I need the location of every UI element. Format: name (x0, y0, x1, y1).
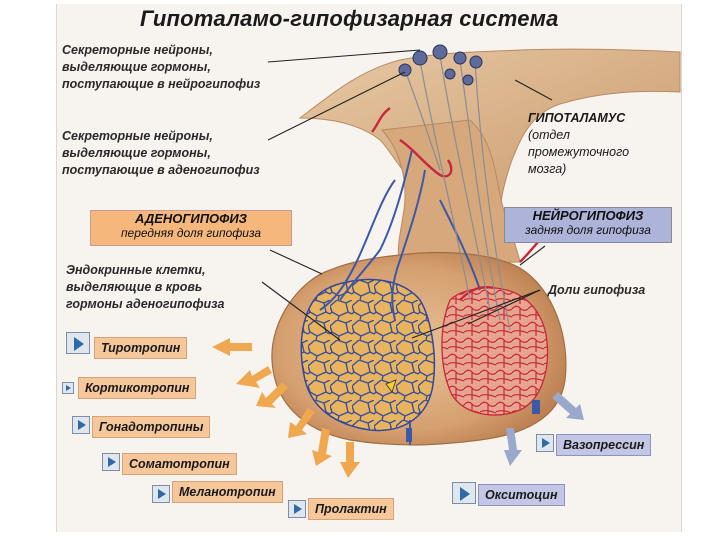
neurohypophysis-label-box: НЕЙРОГИПОФИЗ задняя доля гипофиза (504, 207, 672, 243)
release-arrows-anterior (212, 338, 360, 478)
release-arrows-posterior (504, 392, 584, 466)
label-line: мозга) (528, 162, 567, 176)
label-line: выделяющие гормоны, (62, 146, 211, 160)
hormone-prolactin: Пролактин (308, 498, 394, 520)
neurohypophysis-subtitle: задняя доля гипофиза (525, 223, 651, 237)
page-title: Гипоталамо-гипофизарная система (140, 6, 559, 31)
label-line: выделяющие в кровь (66, 280, 203, 294)
label-line: Секреторные нейроны, (62, 43, 213, 57)
play-corticotropin-button[interactable] (62, 382, 74, 394)
label-line: Секреторные нейроны, (62, 129, 213, 143)
label-line: Эндокринные клетки, (66, 263, 206, 277)
hormone-gonadotropins: Гонадотропины (92, 416, 211, 438)
label-line: выделяющие гормоны, (62, 60, 211, 74)
label-hypothalamus: ГИПОТАЛАМУС (отдел промежуточного мозга) (528, 110, 629, 178)
play-vasopressin-button[interactable] (536, 434, 554, 452)
blood-markers (385, 379, 540, 442)
play-oxytocin-button[interactable] (452, 482, 476, 504)
label-secretory-neuro: Секреторные нейроны, выделяющие гормоны,… (62, 42, 260, 93)
hormone-melanotropin: Меланотропин (172, 481, 283, 503)
hormone-corticotropin: Кортикотропин (78, 377, 197, 399)
hypothalamus-shape (298, 48, 681, 216)
pointer-lines (261, 49, 553, 341)
label-line: промежуточного (528, 145, 630, 159)
anterior-lobe-cells (300, 278, 436, 432)
label-line: поступающие в нейрогипофиз (62, 77, 261, 91)
portal-vessels (319, 149, 481, 445)
neuro-fibres (404, 54, 511, 331)
adenohypophysis-subtitle: передняя доля гипофиза (120, 226, 262, 240)
play-prolactin-button[interactable] (288, 500, 306, 518)
label-line: поступающие в аденогипофиз (62, 163, 260, 177)
play-melanotropin-button[interactable] (152, 485, 170, 503)
adenohypophysis-label-box: АДЕНОГИПОФИЗ передняя доля гипофиза (90, 210, 292, 246)
label-lobes: Доли гипофиза (548, 283, 646, 297)
hypothalamus-title: ГИПОТАЛАМУС (528, 111, 626, 125)
neuron-bodies (398, 44, 483, 86)
label-endocrine: Эндокринные клетки, выделяющие в кровь г… (66, 262, 224, 313)
hormone-somatotropin: Соматотропин (122, 453, 237, 475)
adenohypophysis-title: АДЕНОГИПОФИЗ (134, 211, 248, 226)
play-somatotropin-button[interactable] (102, 453, 120, 471)
label-secretory-adeno: Секреторные нейроны, выделяющие гормоны,… (62, 128, 260, 179)
neurohypophysis-title: НЕЙРОГИПОФИЗ (532, 208, 644, 223)
play-tirotropin-button[interactable] (66, 332, 90, 354)
hormone-oxytocin: Окситоцин (478, 484, 565, 506)
hormone-tirotropin: Тиротропин (94, 337, 188, 359)
hormone-vasopressin: Вазопрессин (556, 434, 652, 456)
label-line: гормоны аденогипофиза (66, 297, 225, 311)
play-gonadotropins-button[interactable] (72, 416, 90, 434)
label-line: (отдел (528, 128, 570, 142)
